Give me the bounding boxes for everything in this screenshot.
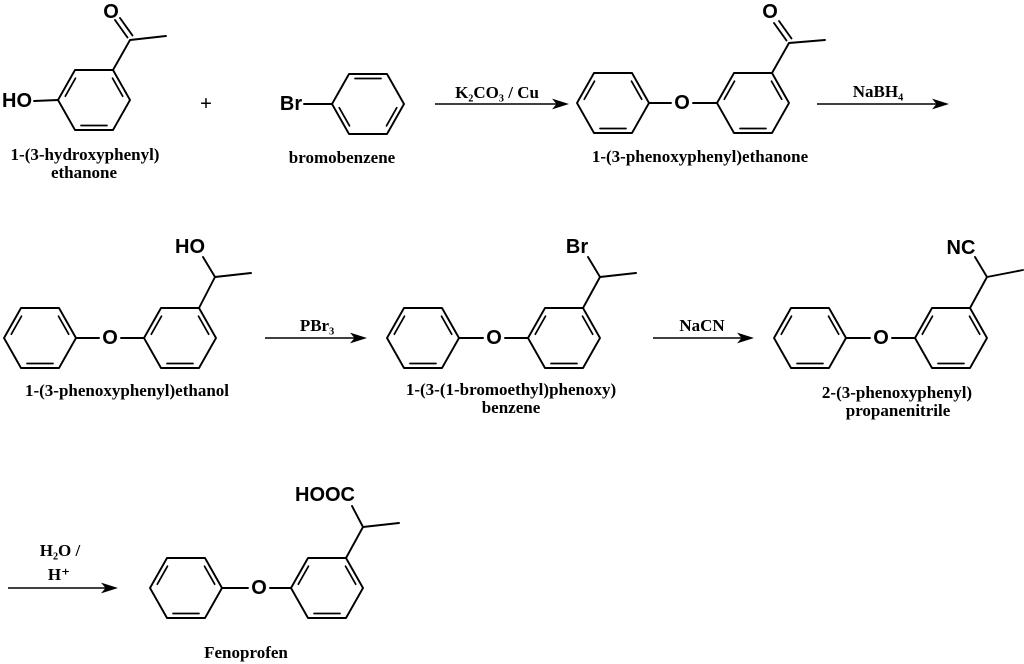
compound-name: Fenoprofen — [204, 643, 288, 662]
arrow-head — [101, 582, 118, 594]
ether-oxygen-label: O — [674, 92, 690, 114]
structure-2-3-phenoxyphenyl-propanenitrile: O NC 2-(3-phenoxyphenyl) propanenitrile — [773, 237, 1024, 420]
reaction-arrow-step1: K₂CO₃ / Cu — [435, 83, 569, 110]
hydroxyl-atom-label: HO — [2, 90, 32, 112]
benzene-ring — [57, 69, 131, 131]
compound-name-line2: propanenitrile — [846, 401, 951, 420]
bromo-atom-label: Br — [280, 93, 302, 115]
benzene-ring — [3, 307, 77, 369]
ether-oxygen-label: O — [251, 577, 267, 599]
reagent-label-step5-line2: H⁺ — [48, 565, 70, 584]
plus-operator: + — [200, 91, 212, 115]
bond-lines — [75, 256, 252, 339]
bond-lines — [845, 256, 1024, 339]
ether-oxygen-label: O — [486, 327, 502, 349]
arrow-head — [737, 332, 754, 344]
compound-name: bromobenzene — [289, 148, 396, 167]
bond-lines — [648, 39, 826, 104]
ether-oxygen-label: O — [873, 327, 889, 349]
structure-1-3-1-bromoethyl-phenoxy-benzene: O Br 1-(3-(1-bromoethyl)phenoxy) benzene — [386, 236, 637, 417]
reagent-label-step3: PBr₃ — [300, 316, 334, 335]
arrow-head — [932, 98, 949, 110]
compound-name: 1-(3-phenoxyphenyl)ethanone — [592, 147, 809, 166]
benzene-ring — [386, 307, 460, 369]
bromo-atom-label: Br — [566, 236, 588, 258]
benzene-ring — [331, 73, 405, 135]
benzene-ring — [143, 307, 217, 369]
arrow-head — [350, 332, 367, 344]
compound-name: 1-(3-phenoxyphenyl)ethanol — [25, 381, 229, 400]
ether-oxygen-label: O — [102, 327, 118, 349]
reagent-label-step5-line1: H₂O / — [40, 541, 81, 560]
carbonyl-oxygen-label: O — [103, 1, 119, 23]
benzene-ring — [576, 72, 650, 134]
benzene-ring — [527, 307, 601, 369]
compound-name-line2: benzene — [482, 398, 541, 417]
structure-1-3-phenoxyphenyl-ethanol: O HO 1-(3-phenoxyphenyl)ethanol — [3, 236, 252, 400]
compound-name-line1: 1-(3-(1-bromoethyl)phenoxy) — [406, 380, 616, 399]
reaction-arrow-step2: NaBH₄ — [817, 82, 949, 110]
compound-name-line1: 2-(3-phenoxyphenyl) — [822, 383, 972, 402]
reaction-arrow-step4: NaCN — [653, 316, 754, 344]
compound-name-line2: ethanone — [51, 163, 118, 182]
nitrile-atom-label: NC — [947, 237, 976, 259]
reagent-label-step2: NaBH₄ — [853, 82, 903, 101]
benzene-ring — [716, 72, 790, 134]
structure-1-3-phenoxyphenyl-ethanone: O O 1-(3-phenoxyphenyl)ethanone — [576, 1, 826, 166]
benzene-ring — [290, 557, 364, 619]
carbonyl-oxygen-label: O — [762, 1, 778, 23]
bond-lines — [221, 505, 400, 589]
reaction-arrow-step3: PBr₃ — [265, 316, 367, 344]
benzene-ring — [914, 307, 988, 369]
reaction-arrow-step5: H₂O / H⁺ — [8, 541, 118, 594]
hydroxyl-atom-label: HO — [175, 236, 205, 258]
bond-lines — [33, 35, 167, 102]
carbonyl-double-bond — [114, 17, 134, 39]
compound-name-line1: 1-(3-hydroxyphenyl) — [11, 145, 160, 164]
structure-bromobenzene: Br bromobenzene — [280, 73, 405, 167]
bond-lines — [458, 256, 637, 339]
carbonyl-double-bond — [773, 20, 793, 42]
structure-1-3-hydroxyphenyl-ethanone: HO O 1-(3-hydroxyphenyl) ethanone — [2, 1, 167, 182]
structure-fenoprofen: O HOOC Fenoprofen — [149, 484, 400, 662]
reagent-label-step4: NaCN — [679, 316, 725, 335]
reagent-label-step1: K₂CO₃ / Cu — [455, 83, 539, 102]
benzene-ring — [149, 557, 223, 619]
arrow-head — [552, 98, 569, 110]
carboxylic-acid-label: HOOC — [295, 484, 355, 506]
benzene-ring — [773, 307, 847, 369]
